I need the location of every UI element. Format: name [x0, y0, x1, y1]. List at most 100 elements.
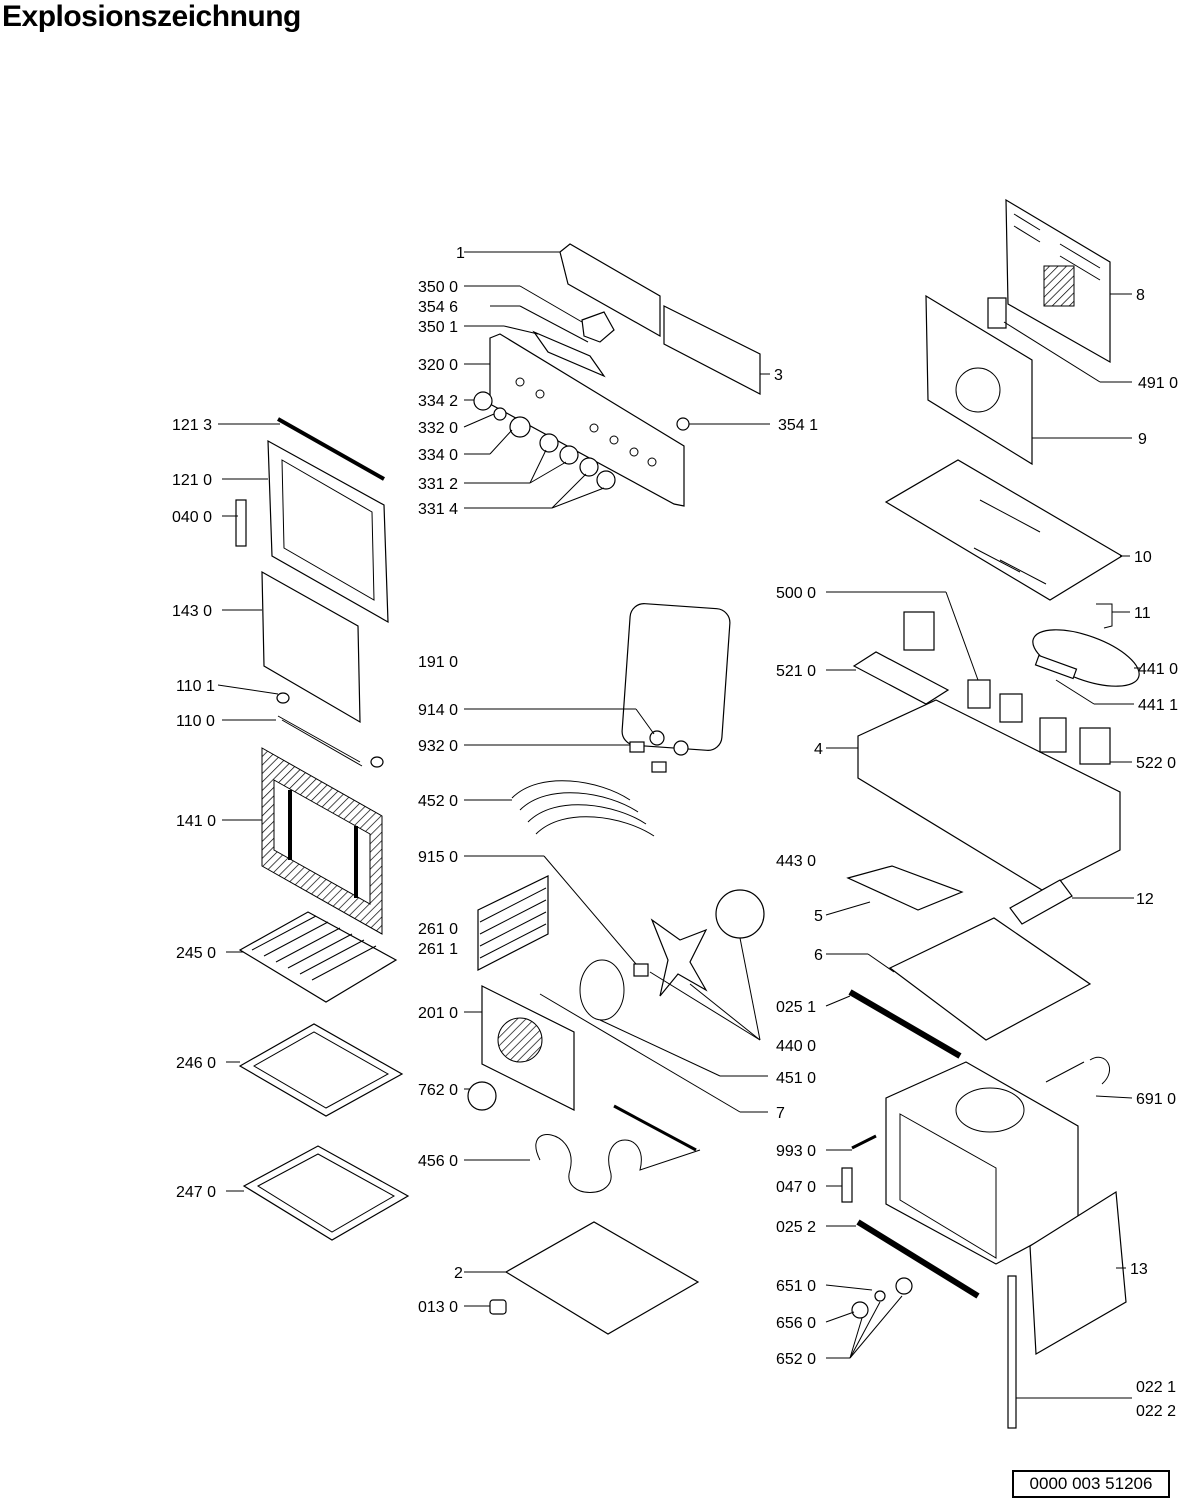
back-wall-part-9	[925, 294, 1033, 466]
part-label: 350 0	[418, 279, 458, 296]
seal-part-191-0	[621, 603, 731, 751]
part-label: 334 2	[418, 393, 458, 410]
part-label: 652 0	[776, 1351, 816, 1368]
strip-part-022	[1007, 1275, 1017, 1429]
knob-part-334-2	[473, 391, 493, 411]
part-label: 500 0	[776, 585, 816, 602]
part-label: 1	[456, 245, 465, 262]
part-label: 143 0	[172, 603, 212, 620]
part-label: 320 0	[418, 357, 458, 374]
part-label: 656 0	[776, 1315, 816, 1332]
part-label: 11	[1134, 605, 1151, 622]
part-label: 441 1	[1138, 697, 1178, 714]
part-label: 331 2	[418, 476, 458, 493]
part-label: 332 0	[418, 420, 458, 437]
page-title: Explosionszeichnung	[2, 0, 301, 33]
part-label: 3	[774, 367, 783, 384]
part-label: 261 0	[418, 921, 458, 938]
part-label: 443 0	[776, 853, 816, 870]
part-label: 4	[814, 741, 823, 758]
document-number: 0000 003 51206	[1012, 1470, 1170, 1498]
part-label: 522 0	[1136, 755, 1176, 772]
part-label: 334 0	[418, 447, 458, 464]
hinge-part-040-0	[235, 499, 247, 547]
door-parts	[235, 417, 389, 935]
cover-part-762-0	[467, 1081, 497, 1111]
rear-panel-part-3	[663, 305, 761, 395]
part-label: 245 0	[176, 945, 216, 962]
part-label: 7	[776, 1105, 785, 1122]
glass-part-143-0	[261, 570, 361, 724]
heating-parts	[467, 603, 765, 1335]
part-label: 047 0	[776, 1179, 816, 1196]
plate-part-5	[846, 865, 964, 911]
knob-part-354-1	[676, 417, 690, 431]
part-label: 013 0	[418, 1299, 458, 1316]
part-label: 762 0	[418, 1082, 458, 1099]
bracket-part-1	[559, 243, 661, 338]
chassis-part-4	[857, 699, 1121, 891]
fan-part-441-0	[1032, 629, 1140, 687]
frame-part-13	[1029, 1190, 1127, 1356]
display-part-350-1	[532, 330, 606, 378]
bracket-part-12	[1009, 879, 1073, 925]
part-label: 441 0	[1138, 661, 1178, 678]
part-label: 13	[1130, 1261, 1148, 1278]
part-label: 8	[1136, 287, 1145, 304]
knob-part-332-0	[493, 407, 507, 421]
tray-part-247-0	[242, 1145, 410, 1241]
part-label: 040 0	[172, 509, 212, 526]
part-label: 191 0	[418, 654, 458, 671]
part-label: 247 0	[176, 1184, 216, 1201]
part-label: 451 0	[776, 1070, 816, 1087]
part-label: 521 0	[776, 663, 816, 680]
housing-parts	[841, 198, 1140, 1429]
part-label: 651 0	[776, 1278, 816, 1295]
rack-part-245-0	[238, 911, 398, 1003]
part-label: 025 1	[776, 999, 816, 1016]
part-label: 456 0	[418, 1153, 458, 1170]
top-plate-part-10	[884, 459, 1124, 601]
module-part-350-0	[581, 311, 615, 343]
plate-part-6	[888, 917, 1092, 1041]
part-label: 915 0	[418, 849, 458, 866]
part-label: 201 0	[418, 1005, 458, 1022]
part-label: 350 1	[418, 319, 458, 336]
part-label: 10	[1134, 549, 1152, 566]
door-frame-part-121-0	[267, 439, 389, 624]
part-label: 022 1	[1136, 1379, 1176, 1396]
fan-part-440-0	[650, 918, 708, 997]
knob-part-334-0	[509, 416, 531, 438]
part-labels: 1 350 0 354 6 350 1 320 0 3 334 2 332 0 …	[172, 245, 1178, 1420]
module-part-521-0	[852, 651, 950, 705]
part-label: 025 2	[776, 1219, 816, 1236]
part-label: 110 0	[176, 713, 215, 730]
leader-lines	[217, 251, 1140, 1399]
part-label: 12	[1136, 891, 1154, 908]
part-label: 110 1	[176, 678, 215, 695]
part-label: 491 0	[1138, 375, 1178, 392]
part-label: 440 0	[776, 1038, 816, 1055]
rail-part-261-0	[477, 875, 549, 971]
part-label: 331 4	[418, 501, 458, 518]
part-label: 914 0	[418, 702, 458, 719]
part-label: 246 0	[176, 1055, 216, 1072]
part-label: 5	[814, 908, 823, 925]
part-label: 993 0	[776, 1143, 816, 1160]
part-label: 2	[454, 1265, 463, 1282]
part-label: 022 2	[1136, 1403, 1176, 1420]
part-label: 452 0	[418, 793, 458, 810]
part-label: 354 6	[418, 299, 458, 316]
plate-part-2	[504, 1221, 700, 1335]
part-label: 121 0	[172, 472, 212, 489]
tray-part-246-0	[238, 1023, 404, 1117]
part-label: 9	[1138, 431, 1147, 448]
part-label: 261 1	[418, 941, 458, 958]
part-label: 691 0	[1136, 1091, 1176, 1108]
part-label: 121 3	[172, 417, 212, 434]
part-label: 354 1	[778, 417, 818, 434]
control-panel-parts	[473, 243, 761, 507]
part-label: 6	[814, 947, 823, 964]
part-label: 932 0	[418, 738, 458, 755]
